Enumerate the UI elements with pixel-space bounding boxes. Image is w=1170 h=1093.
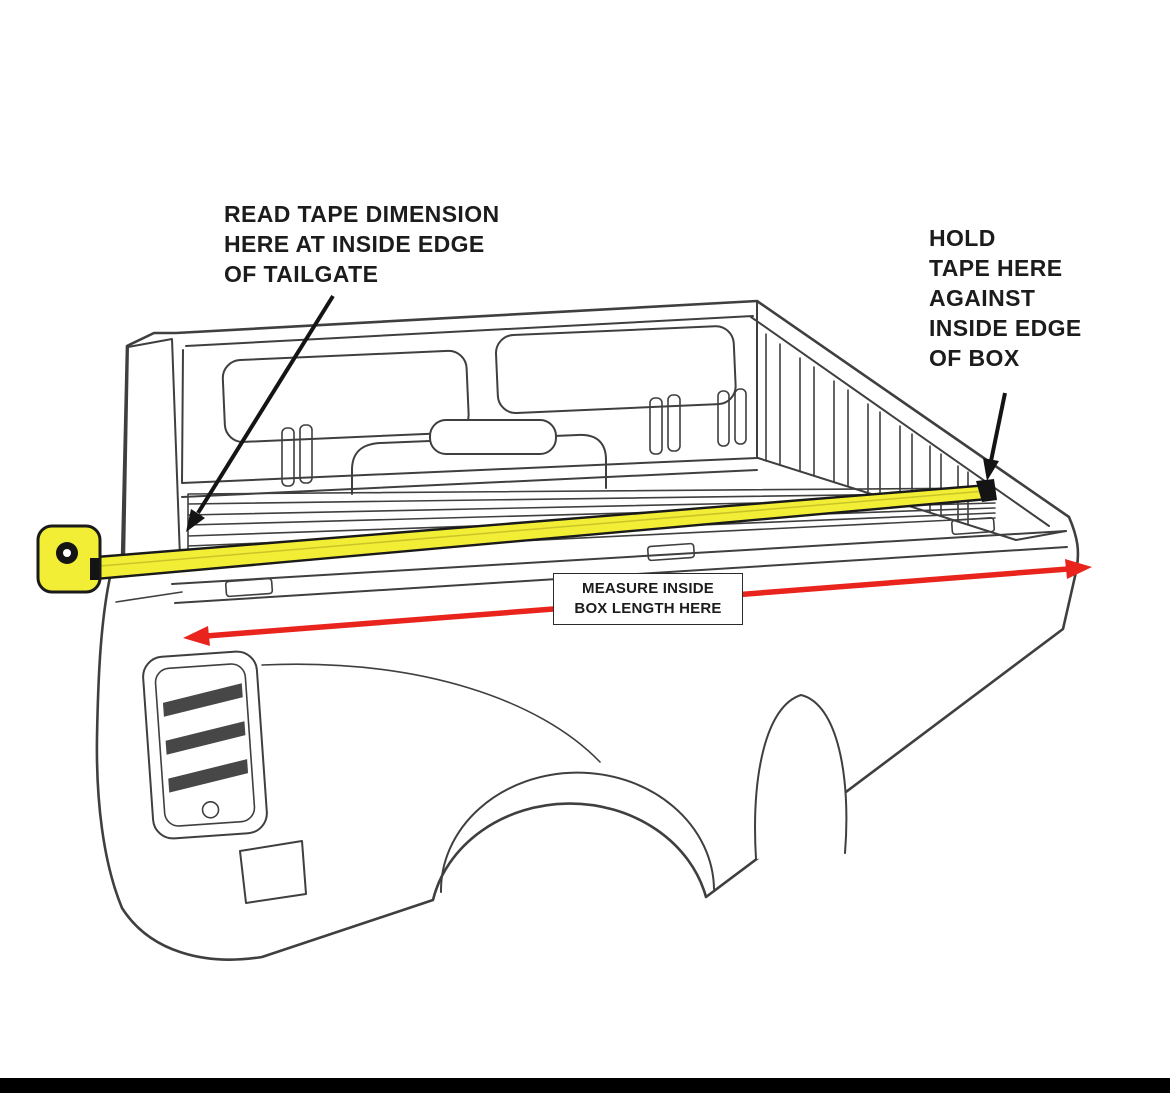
measure-length-label: MEASURE INSIDE BOX LENGTH HERE bbox=[553, 573, 743, 625]
read-tape-label: READ TAPE DIMENSION HERE AT INSIDE EDGE … bbox=[224, 201, 500, 287]
hold-tape-label: HOLD TAPE HERE AGAINST INSIDE EDGE OF BO… bbox=[929, 225, 1082, 371]
tie-down-cleats bbox=[281, 388, 747, 487]
truck-body-outline bbox=[95, 299, 1080, 961]
mud-flap bbox=[239, 840, 307, 904]
far-wheel-arch bbox=[754, 694, 848, 860]
tape-end-hook bbox=[976, 479, 997, 502]
taillight bbox=[142, 650, 268, 840]
read-tape-arrow bbox=[196, 294, 335, 515]
tape-measure bbox=[36, 479, 997, 594]
bottom-black-bar bbox=[0, 1078, 1170, 1093]
annotation-arrows bbox=[186, 294, 1007, 532]
hold-tape-arrow bbox=[989, 392, 1007, 462]
bulkhead-panels bbox=[181, 325, 758, 498]
